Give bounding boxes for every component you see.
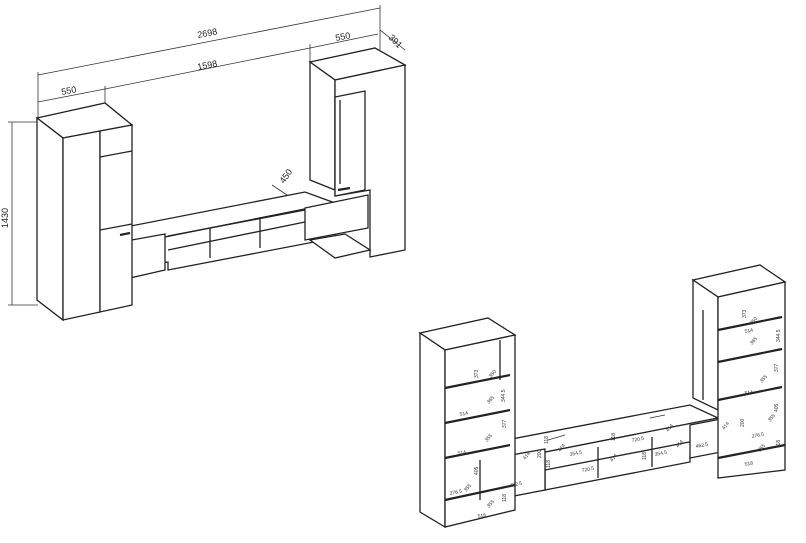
dimension-label: 354.5 xyxy=(569,450,583,458)
dimension-label: 355 xyxy=(759,374,769,384)
dimension-label: 344.5 xyxy=(776,329,782,342)
dimension-label: 350 xyxy=(749,316,759,326)
top-assembled-view: 2698 550 1598 550 391 450 1430 xyxy=(0,5,407,322)
dimension-label: 720.5 xyxy=(581,466,595,474)
dimension-label: 276.5 xyxy=(751,432,765,440)
dimension-label: 355 xyxy=(486,499,496,509)
dimension-label: 344.5 xyxy=(501,389,507,402)
left-tall-cabinet xyxy=(35,102,134,322)
dimension-label: 414 xyxy=(609,453,619,463)
dimension-label: 355 xyxy=(463,483,473,493)
dimension-label: 377 xyxy=(502,419,508,428)
dimension-label: 373 xyxy=(742,309,748,318)
dimension-label: 118 xyxy=(546,460,552,468)
dimension-label: 405 xyxy=(474,466,480,475)
dimension-label: 355 xyxy=(757,443,767,453)
dimension-label: 118 xyxy=(611,433,617,441)
dimension-label: 462.5 xyxy=(695,442,709,450)
dimension-label: 200 xyxy=(537,449,543,458)
dim-bench-depth: 450 xyxy=(277,167,294,185)
dimension-label: 405 xyxy=(774,403,780,412)
dimension-label: 414 xyxy=(522,451,532,461)
dimension-label: 514 xyxy=(744,389,754,397)
dimension-label: 350 xyxy=(488,369,498,379)
right-tall-cabinet xyxy=(308,47,407,259)
dimension-label: 414 xyxy=(557,443,567,453)
open-tv-bench xyxy=(477,404,753,503)
dimension-label: 518 xyxy=(744,460,754,468)
open-left-cabinet xyxy=(418,317,517,529)
dimension-label: 200 xyxy=(740,418,746,427)
dimension-label: 355 xyxy=(484,433,494,443)
dimension-label: 720.5 xyxy=(631,436,645,444)
dimension-label: 365 xyxy=(749,336,759,346)
dim-right-width: 550 xyxy=(334,30,351,43)
dim-left-width: 550 xyxy=(60,84,77,97)
dim-height: 1430 xyxy=(0,208,10,228)
dimension-label: 514 xyxy=(459,410,469,418)
dim-total-width: 2698 xyxy=(196,26,218,40)
dimension-label: 518 xyxy=(477,512,487,520)
dimension-label: 118 xyxy=(642,452,648,460)
dimension-label: 118 xyxy=(502,494,508,502)
dimension-label: 514 xyxy=(457,449,467,457)
dimension-label: 514 xyxy=(744,327,754,335)
dimension-label: 365 xyxy=(486,395,496,405)
dimension-label: 462.5 xyxy=(509,481,523,489)
dimension-label: 414 xyxy=(675,439,685,449)
dimension-label: 377 xyxy=(774,363,780,372)
dimension-label: 118 xyxy=(544,436,550,444)
dimension-label: 118 xyxy=(776,440,782,448)
open-right-cabinet xyxy=(691,264,787,479)
dimension-label: 373 xyxy=(474,369,480,378)
dimension-lines xyxy=(8,5,406,306)
dim-middle-width: 1598 xyxy=(196,58,218,72)
dimension-label: 414 xyxy=(665,423,675,433)
dimension-label: 354.5 xyxy=(654,450,668,458)
dimension-label: 276.5 xyxy=(449,489,463,497)
dimension-label: 355 xyxy=(767,413,777,423)
dimension-label: 414 xyxy=(721,421,731,431)
